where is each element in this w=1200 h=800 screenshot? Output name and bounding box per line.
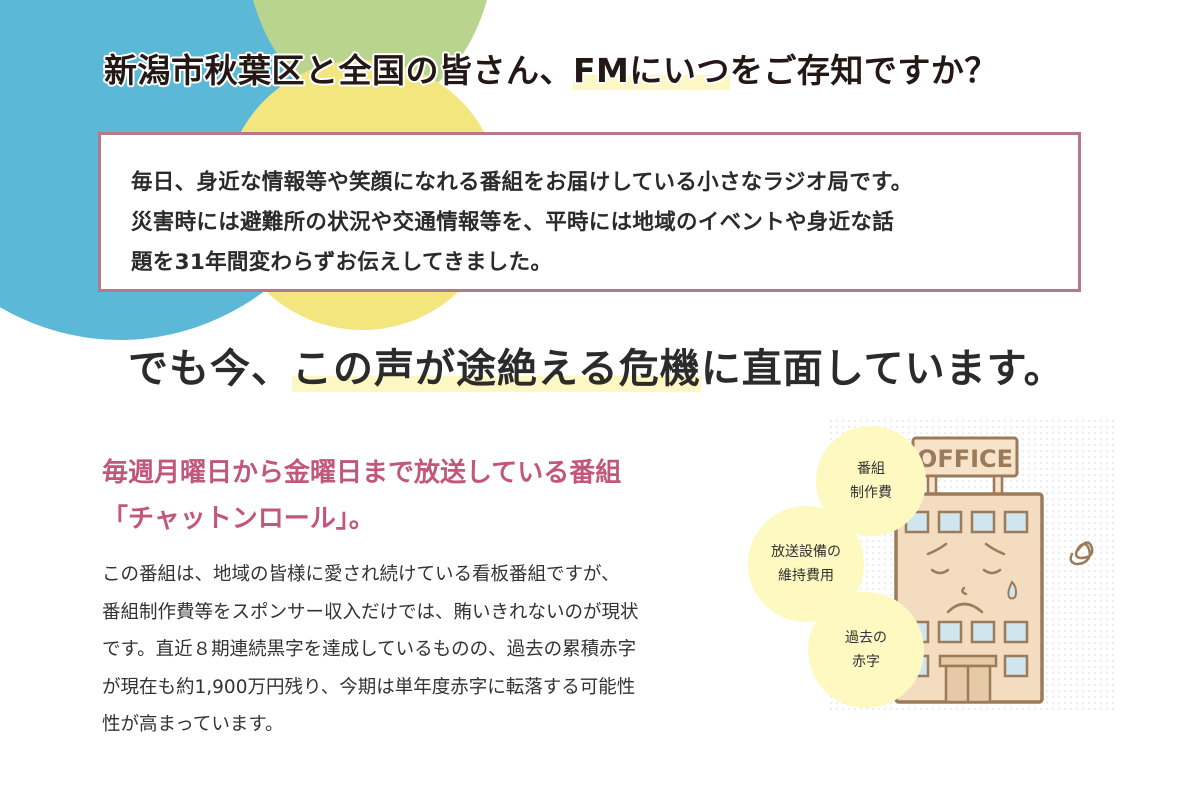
- description-line: です。直近８期連続黒字を達成しているものの、過去の累積赤字: [102, 639, 637, 660]
- description-line: 番組制作費等をスポンサー収入だけでは、賄いきれないのが現状: [102, 601, 639, 623]
- tear-drop-icon: [1007, 580, 1018, 600]
- program-title-line: 毎週月曜日から金曜日まで放送している番組: [102, 458, 622, 488]
- office-sign-text: OFFICE: [917, 445, 1013, 473]
- description-line: 性が高まっています。: [102, 714, 284, 735]
- program-title: 毎週月曜日から金曜日まで放送している番組 「チャットンロール」。: [102, 450, 621, 542]
- headline-text-end: をご存知ですか？: [729, 51, 998, 90]
- bubble-text: 維持費用: [778, 568, 834, 584]
- description-line: この番組は、地域の皆様に愛され続けている看板番組ですが、: [102, 564, 620, 585]
- bubble-text: 放送設備の: [771, 544, 841, 560]
- crisis-text-end: に直面しています。: [700, 346, 1065, 392]
- headline-highlight: FMにいつ: [573, 51, 730, 90]
- crisis-highlight: この声が途絶える危機: [292, 346, 701, 392]
- bubble-text: 制作費: [850, 485, 892, 501]
- crisis-text: でも今、: [128, 346, 292, 392]
- page-headline: 新潟市秋葉区と全国の皆さん、FMにいつをご存知ですか？: [104, 44, 998, 92]
- bubble-text: 赤字: [852, 654, 880, 670]
- headline-text: 新潟市秋葉区と全国の皆さん、: [104, 51, 573, 90]
- intro-line: 毎日、身近な情報等や笑顔になれる番組をお届けしている小さなラジオ局です。: [131, 170, 913, 195]
- office-illustration: OFFICE 番組制作費 放送設備: [748, 418, 1118, 710]
- cost-bubble-deficit: 過去の赤字: [808, 592, 924, 708]
- description-line: が現在も約1,900万円残り、今期は単年度赤字に転落する可能性: [102, 676, 636, 698]
- sad-face-icon: [926, 542, 1006, 614]
- intro-box: 毎日、身近な情報等や笑顔になれる番組をお届けしている小さなラジオ局です。 災害時…: [98, 132, 1081, 292]
- program-description: この番組は、地域の皆様に愛され続けている看板番組ですが、 番組制作費等をスポンサ…: [102, 556, 742, 744]
- dizzy-swirl-icon: [1069, 541, 1094, 566]
- program-title-line: 「チャットンロール」。: [102, 504, 375, 534]
- crisis-heading: でも今、この声が途絶える危機に直面しています。: [128, 336, 1065, 394]
- intro-line: 題を31年間変わらずお伝えしてきました。: [131, 250, 553, 275]
- intro-line: 災害時には避難所の状況や交通情報等を、平時には地域のイベントや身近な話: [131, 210, 895, 235]
- bubble-text: 番組: [857, 461, 885, 477]
- bubble-text: 過去の: [845, 630, 887, 646]
